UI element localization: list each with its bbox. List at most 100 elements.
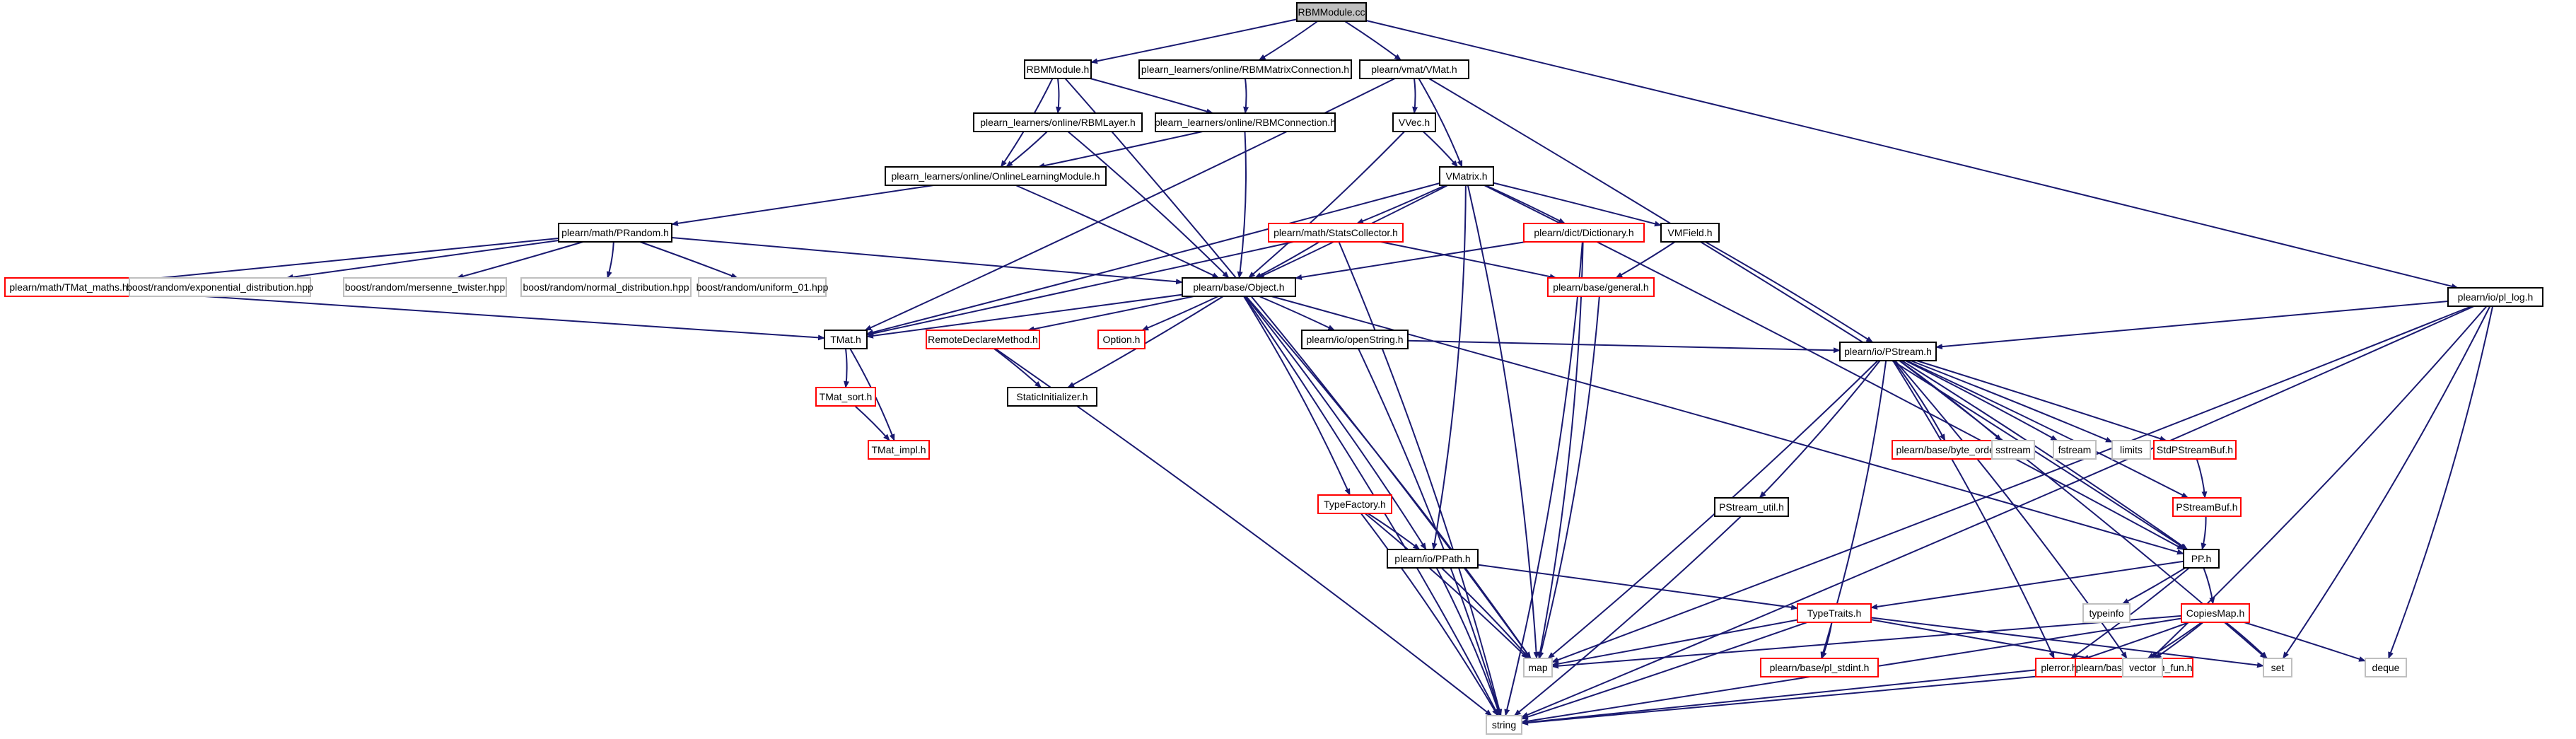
edge-object_h-to-typefactory_h (1243, 296, 1351, 496)
node-label: typeinfo (2089, 607, 2123, 619)
node-vvec-h[interactable]: VVec.h (1392, 112, 1436, 132)
edge-typetraits_h-to-vector (1870, 619, 2123, 666)
edge-rbmmodule_h-to-map (1064, 78, 1532, 659)
node-onlinelearningmodule-h[interactable]: plearn_learners/online/OnlineLearningMod… (885, 166, 1107, 186)
node-label: vector (2129, 662, 2156, 673)
node-label: plearn/base/pl_stdint.h (1770, 662, 1870, 673)
edge-rbmconnection_h-to-object_h (1237, 131, 1247, 279)
edge-ppath_h-to-typetraits_h (1477, 564, 1798, 610)
node-tmat-sort-h[interactable]: TMat_sort.h (815, 387, 876, 407)
node-box (129, 277, 311, 297)
node-byte-order-h[interactable]: plearn/base/byte_order.h (1892, 440, 2010, 460)
edge-pp_h-to-typetraits_h (1870, 560, 2184, 610)
node-rbmmodule-h[interactable]: RBMModule.h (1024, 59, 1092, 79)
node-tmat-maths-h[interactable]: plearn/math/TMat_maths.h (4, 277, 133, 297)
node-vmfield-h[interactable]: VMField.h (1660, 223, 1720, 243)
node-label: plearn_learners/online/OnlineLearningMod… (892, 170, 1100, 182)
edge-rbmlayer_h-to-object_h (1067, 131, 1230, 279)
edge-pl_hash_fun_h-to-string (1521, 672, 2076, 726)
node-remotedeclaremethod-h[interactable]: RemoteDeclareMethod.h (926, 330, 1040, 349)
node-vmat-h[interactable]: plearn/vmat/VMat.h (1359, 59, 1469, 79)
node-dictionary-h[interactable]: plearn/dict/Dictionary.h (1523, 223, 1645, 243)
node-pp-h[interactable]: PP.h (2183, 549, 2220, 569)
node-box (885, 166, 1107, 186)
edge-prandom_h-to-boost_normal (606, 241, 614, 279)
node-label: plearn/io/pl_log.h (2458, 291, 2534, 303)
edge-prandom_h-to-object_h (671, 236, 1183, 285)
edge-onlinelearningmodule_h-to-prandom_h (671, 185, 934, 226)
node-label: plearn/base/general.h (1553, 281, 1648, 293)
node-pstream-h[interactable]: plearn/io/PStream.h (1839, 342, 1937, 361)
node-pl-stdint-h[interactable]: plearn/base/pl_stdint.h (1760, 658, 1879, 677)
edge-statscollector_h-to-general_h (1380, 241, 1557, 280)
edge-dictionary_h-to-object_h (1295, 241, 1526, 280)
node-label: Option.h (1103, 334, 1141, 345)
node-label: VMField.h (1667, 227, 1712, 238)
node-rbmmatrixconnection-h[interactable]: plearn_learners/online/RBMMatrixConnecti… (1138, 59, 1352, 79)
node-prandom-h[interactable]: plearn/math/PRandom.h (558, 223, 672, 243)
node-rbmlayer-h[interactable]: plearn_learners/online/RBMLayer.h (973, 112, 1143, 132)
node-box (1359, 59, 1469, 79)
edge-typetraits_h-to-string (1521, 622, 1807, 720)
node-copiesmap-h[interactable]: CopiesMap.h (2181, 603, 2250, 623)
edge-pstream_h-to-pstreambuf_h (1906, 360, 2189, 499)
node-tmat-h[interactable]: TMat.h (824, 330, 868, 349)
node-box (973, 112, 1143, 132)
edge-pp_h-to-copiesmap_h (2203, 567, 2215, 605)
node-label: plearn_learners/online/RBMConnection.h (1155, 117, 1336, 128)
node-pl-log-h[interactable]: plearn/io/pl_log.h (2447, 287, 2543, 307)
edge-vmat_h-to-pp_h (1428, 78, 2187, 550)
node-general-h[interactable]: plearn/base/general.h (1547, 277, 1655, 297)
node-pstreambuf-h[interactable]: PStreamBuf.h (2172, 497, 2242, 517)
node-box (2111, 440, 2151, 460)
node-label: plerror.h (2041, 662, 2077, 673)
edge-object_h-to-staticinitializer_h (1067, 296, 1224, 388)
node-label: fstream (2058, 444, 2092, 455)
node-typetraits-h[interactable]: TypeTraits.h (1797, 603, 1872, 623)
edge-vmatrix_h-to-dictionary_h (1485, 185, 1566, 224)
edge-stdpstreambuf_h-to-pstreambuf_h (2196, 458, 2208, 499)
node-openstring-h[interactable]: plearn/io/openString.h (1301, 330, 1409, 349)
node-boost-mersenne: boost/random/mersenne_twister.hpp (343, 277, 507, 297)
edge-copiesmap_h-to-map (1551, 615, 2182, 669)
node-rbmconnection-h[interactable]: plearn_learners/online/RBMConnection.h (1155, 112, 1336, 132)
node-tmat-impl-h[interactable]: TMat_impl.h (868, 440, 930, 460)
edge-rbmmodule_cc-to-vmat_h (1344, 21, 1402, 61)
node-rbmmodule-cc[interactable]: RBMModule.cc (1296, 2, 1367, 22)
node-vmatrix-h[interactable]: VMatrix.h (1439, 166, 1494, 186)
edge-vmatrix_h-to-statscollector_h (1356, 185, 1446, 224)
node-box (1760, 658, 1879, 677)
node-ppath-h[interactable]: plearn/io/PPath.h (1387, 549, 1479, 569)
node-staticinitializer-h[interactable]: StaticInitializer.h (1007, 387, 1097, 407)
node-box (1301, 330, 1409, 349)
node-box (1991, 440, 2035, 460)
node-set: set (2263, 658, 2292, 677)
node-typeinfo: typeinfo (2082, 603, 2131, 623)
node-box (1392, 112, 1436, 132)
node-label: deque (2372, 662, 2400, 673)
node-object-h[interactable]: plearn/base/Object.h (1182, 277, 1296, 297)
node-box (698, 277, 827, 297)
node-typefactory-h[interactable]: TypeFactory.h (1317, 494, 1392, 514)
edge-typetraits_h-to-pl_stdint_h (1821, 622, 1833, 659)
node-boost-uniform: boost/random/uniform_01.hpp (697, 277, 829, 297)
edge-prandom_h-to-boost_uniform (639, 241, 738, 279)
node-pstream-util-h[interactable]: PStream_util.h (1714, 497, 1789, 517)
node-box (2122, 658, 2163, 677)
node-vector: vector (2122, 658, 2163, 677)
node-label: VMatrix.h (1445, 170, 1487, 182)
node-label: TMat.h (830, 334, 861, 345)
edge-vmatrix_h-to-vmfield_h (1493, 182, 1662, 227)
node-stdpstreambuf-h[interactable]: StdPStreamBuf.h (2153, 440, 2237, 460)
node-option-h[interactable]: Option.h (1097, 330, 1146, 349)
edge-general_h-to-map (1538, 296, 1600, 659)
edge-pstream_h-to-stdpstreambuf_h (1916, 360, 2167, 441)
node-label: plearn/base/Object.h (1193, 281, 1284, 293)
node-box (520, 277, 692, 297)
edge-typefactory_h-to-string (1360, 513, 1499, 716)
node-box (1155, 112, 1336, 132)
edge-dictionary_h-to-string (1504, 241, 1583, 716)
node-statscollector-h[interactable]: plearn/math/StatsCollector.h (1268, 223, 1404, 243)
edge-rbmmodule_h-to-rbmlayer_h (1056, 78, 1062, 114)
